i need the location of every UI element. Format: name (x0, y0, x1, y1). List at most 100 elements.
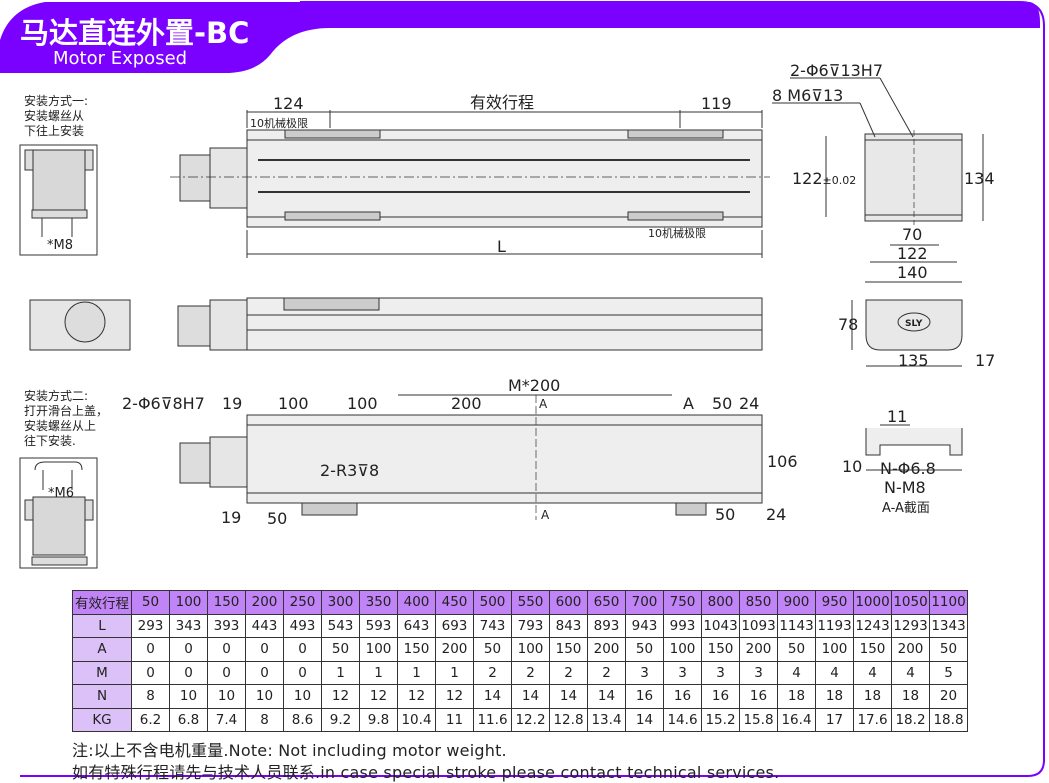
table-cell: 3 (701, 660, 740, 685)
mount1-figure (19, 144, 98, 256)
table-cell: 50 (473, 637, 512, 662)
table-cell: 12 (435, 684, 474, 709)
dim-11: 11 (887, 407, 907, 426)
table-cell: 20 (929, 684, 968, 709)
dim-24-bot: 24 (766, 505, 786, 524)
table-cell: 16 (663, 684, 702, 709)
table-cell: 15.2 (701, 707, 740, 732)
table-cell: 0 (169, 660, 208, 685)
table-cell: 793 (511, 613, 550, 638)
table-cell: 1 (321, 660, 360, 685)
table-cell: 9.2 (321, 707, 360, 732)
header-subtitle: Motor Exposed (53, 48, 187, 69)
table-cell: 7.4 (207, 707, 246, 732)
bottom-view (179, 394, 763, 520)
row-header-cell: KG (72, 707, 132, 732)
table-cell: 15.8 (739, 707, 778, 732)
table-cell: 893 (587, 613, 626, 638)
table-cell: 50 (321, 637, 360, 662)
dim-200: 200 (451, 394, 482, 413)
mount2-line: 往下安装. (24, 434, 76, 448)
table-cell: 50 (625, 637, 664, 662)
n-hole-label: N-Φ6.8 (880, 459, 936, 478)
table-cell: 200 (891, 637, 930, 662)
table-cell: 350 (359, 590, 398, 615)
dim-134: 134 (964, 169, 995, 188)
table-cell: 10 (207, 684, 246, 709)
table-cell: 17.6 (853, 707, 892, 732)
side-section-view (851, 299, 963, 367)
table-cell: 993 (663, 613, 702, 638)
dim-19-bot: 19 (221, 508, 241, 527)
table-cell: 100 (815, 637, 854, 662)
dim-pitch: M*200 (508, 376, 560, 395)
table-cell: 10 (169, 684, 208, 709)
table-cell: 4 (777, 660, 816, 685)
dim-24-top: 24 (739, 394, 759, 413)
header-title: 马达直连外置-BC (20, 16, 249, 50)
table-cell: 1 (435, 660, 474, 685)
table-cell: 643 (397, 613, 436, 638)
table-cell: 14 (473, 684, 512, 709)
table-cell: 2 (587, 660, 626, 685)
table-cell: 450 (435, 590, 474, 615)
table-cell: 3 (663, 660, 702, 685)
table-cell: 4 (891, 660, 930, 685)
table-cell: 0 (207, 660, 246, 685)
table-cell: 13.4 (587, 707, 626, 732)
table-cell: 16 (701, 684, 740, 709)
mount2-note: 安装方式二: 打开滑台上盖， 安装螺丝从上 往下安装. (24, 389, 108, 449)
table-cell: 0 (169, 637, 208, 662)
section-a-top: A (539, 397, 548, 411)
table-cell: 1243 (853, 613, 892, 638)
dim-122-width: 122 (897, 244, 928, 263)
table-cell: 150 (853, 637, 892, 662)
aa-section-view (865, 424, 963, 471)
table-cell: 100 (511, 637, 550, 662)
table-cell: 10 (245, 684, 284, 709)
table-cell: 3 (625, 660, 664, 685)
table-cell: 443 (245, 613, 284, 638)
table-cell: 2 (549, 660, 588, 685)
table-cell: 16 (739, 684, 778, 709)
table-cell: 200 (587, 637, 626, 662)
dim-119: 119 (701, 94, 732, 113)
mount2-line: 安装方式二: (24, 389, 89, 403)
table-cell: 1000 (853, 590, 892, 615)
table-cell: 18.2 (891, 707, 930, 732)
table-cell: 850 (739, 590, 778, 615)
table-cell: 12 (359, 684, 398, 709)
end-view (772, 77, 984, 283)
dim-50-top: 50 (712, 394, 732, 413)
bottom-hole-note: 2-Φ6⊽8H7 (122, 394, 205, 413)
table-cell: 12.2 (511, 707, 550, 732)
table-cell: 1 (359, 660, 398, 685)
table-cell: 0 (245, 637, 284, 662)
table-cell: 150 (207, 590, 246, 615)
table-cell: 1043 (701, 613, 740, 638)
table-cell: 18.8 (929, 707, 968, 732)
table-cell: 8 (131, 684, 170, 709)
dim-50-bot: 50 (715, 505, 735, 524)
table-cell: 18 (815, 684, 854, 709)
table-cell: 18 (891, 684, 930, 709)
mount2-line: 打开滑台上盖， (24, 404, 109, 418)
table-cell: 2 (511, 660, 550, 685)
table-cell: 100 (169, 590, 208, 615)
table-cell: 14.6 (663, 707, 702, 732)
table-cell: 250 (283, 590, 322, 615)
table-cell: 1193 (815, 613, 854, 638)
dim-17: 17 (975, 351, 995, 370)
dim-100-a: 100 (278, 394, 309, 413)
table-cell: 1343 (929, 613, 968, 638)
table-cell: 200 (435, 637, 474, 662)
table-cell: 5 (929, 660, 968, 685)
table-cell: 11.6 (473, 707, 512, 732)
side-view (29, 297, 763, 351)
mount1-note: 安装方式一: 安装螺丝从 下往上安装 (24, 94, 88, 139)
table-cell: 3 (739, 660, 778, 685)
dim-135: 135 (898, 351, 929, 370)
